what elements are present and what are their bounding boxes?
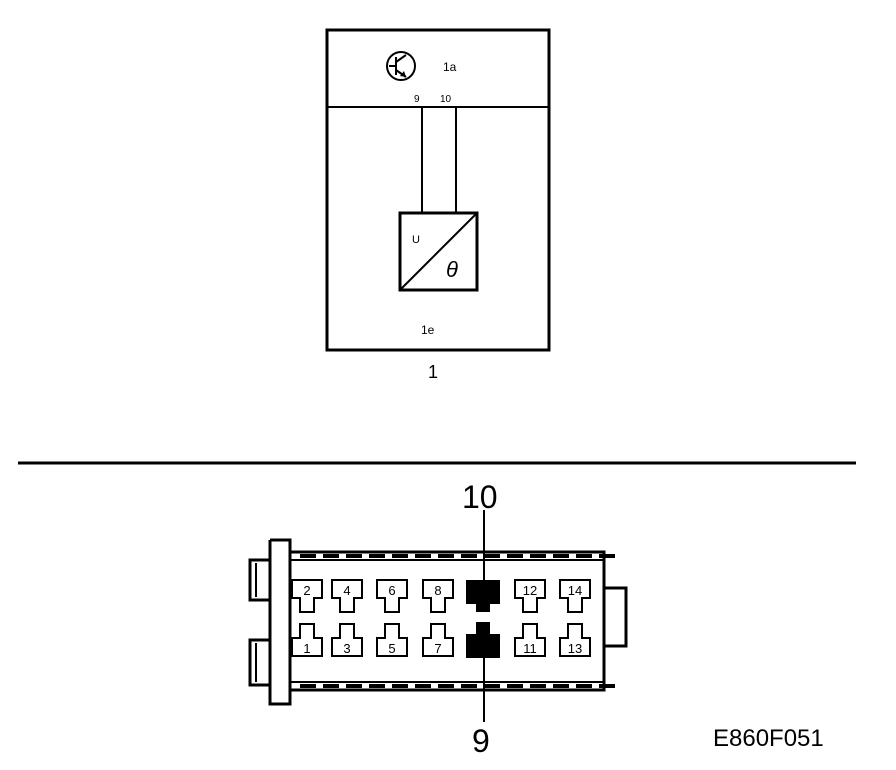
sensor-input-symbol: U: [412, 234, 420, 246]
ridge-mark: [530, 684, 546, 688]
ridge-mark: [369, 554, 385, 558]
pin-cavity-3: 3: [331, 623, 363, 657]
pin-number: 12: [523, 583, 537, 598]
ridge-mark: [438, 554, 454, 558]
ridge-mark: [415, 554, 431, 558]
pin-cavity-12: 12: [514, 579, 546, 613]
transistor-icon: [386, 51, 416, 81]
ridge-mark: [484, 554, 500, 558]
pin-cavity-13: 13: [559, 623, 591, 657]
ridge-mark: [346, 554, 362, 558]
pin-number: 7: [434, 641, 441, 656]
ridge-mark: [392, 684, 408, 688]
pin-cavity-6: 6: [376, 579, 408, 613]
ridge-mark: [553, 554, 569, 558]
ridge-mark: [599, 684, 615, 688]
pin-9-highlight: [466, 622, 500, 658]
pin-number: 8: [434, 583, 441, 598]
pin-cavity-14: 14: [559, 579, 591, 613]
pin-number: 11: [523, 641, 537, 656]
pin-label-9: 9: [414, 94, 420, 105]
ridge-mark: [323, 554, 339, 558]
ridge-mark: [323, 684, 339, 688]
pin-number: 3: [343, 641, 350, 656]
pin-cavity-11: 11: [514, 623, 546, 657]
ridge-mark: [438, 684, 454, 688]
temperature-sensor-symbol: [398, 211, 479, 292]
pin-cavity-1: 1: [291, 623, 323, 657]
ridge-mark: [300, 684, 316, 688]
pin-number: 6: [388, 583, 395, 598]
connector-housing: [248, 538, 628, 706]
pin-cavity-5: 5: [376, 623, 408, 657]
ridge-mark: [461, 684, 477, 688]
ridge-mark: [461, 554, 477, 558]
ridge-mark: [369, 684, 385, 688]
figure-code: E860F051: [713, 725, 824, 752]
callout-label-10: 10: [462, 479, 498, 515]
pin-label-10: 10: [440, 94, 452, 105]
ridge-mark: [530, 554, 546, 558]
component-box: [325, 28, 551, 352]
pin-number: 14: [568, 583, 582, 598]
pin-cavity-8: 8: [422, 579, 454, 613]
housing-ridges: [300, 554, 615, 688]
ridge-mark: [300, 554, 316, 558]
ridge-mark: [576, 684, 592, 688]
pin-cavity-2: 2: [291, 579, 323, 613]
ridge-mark: [507, 684, 523, 688]
pin-number: 2: [303, 583, 310, 598]
ridge-mark: [346, 684, 362, 688]
pin-cavity-7: 7: [422, 623, 454, 657]
callout-label-9: 9: [472, 723, 490, 759]
pin-number: 4: [343, 583, 350, 598]
ridge-mark: [576, 554, 592, 558]
ridge-mark: [484, 684, 500, 688]
pin-number: 1: [303, 641, 310, 656]
upper-section-label: 1a: [443, 60, 457, 74]
pin-cavity-4: 4: [331, 579, 363, 613]
pin-10-highlight: [466, 580, 500, 612]
lower-section-label: 1e: [421, 323, 435, 337]
pin-number: 13: [568, 641, 582, 656]
ridge-mark: [415, 684, 431, 688]
sensor-output-symbol: θ: [446, 257, 458, 282]
component-number: 1: [428, 362, 438, 382]
ridge-mark: [553, 684, 569, 688]
ridge-mark: [599, 554, 615, 558]
ridge-mark: [392, 554, 408, 558]
pin-number: 5: [388, 641, 395, 656]
ridge-mark: [507, 554, 523, 558]
